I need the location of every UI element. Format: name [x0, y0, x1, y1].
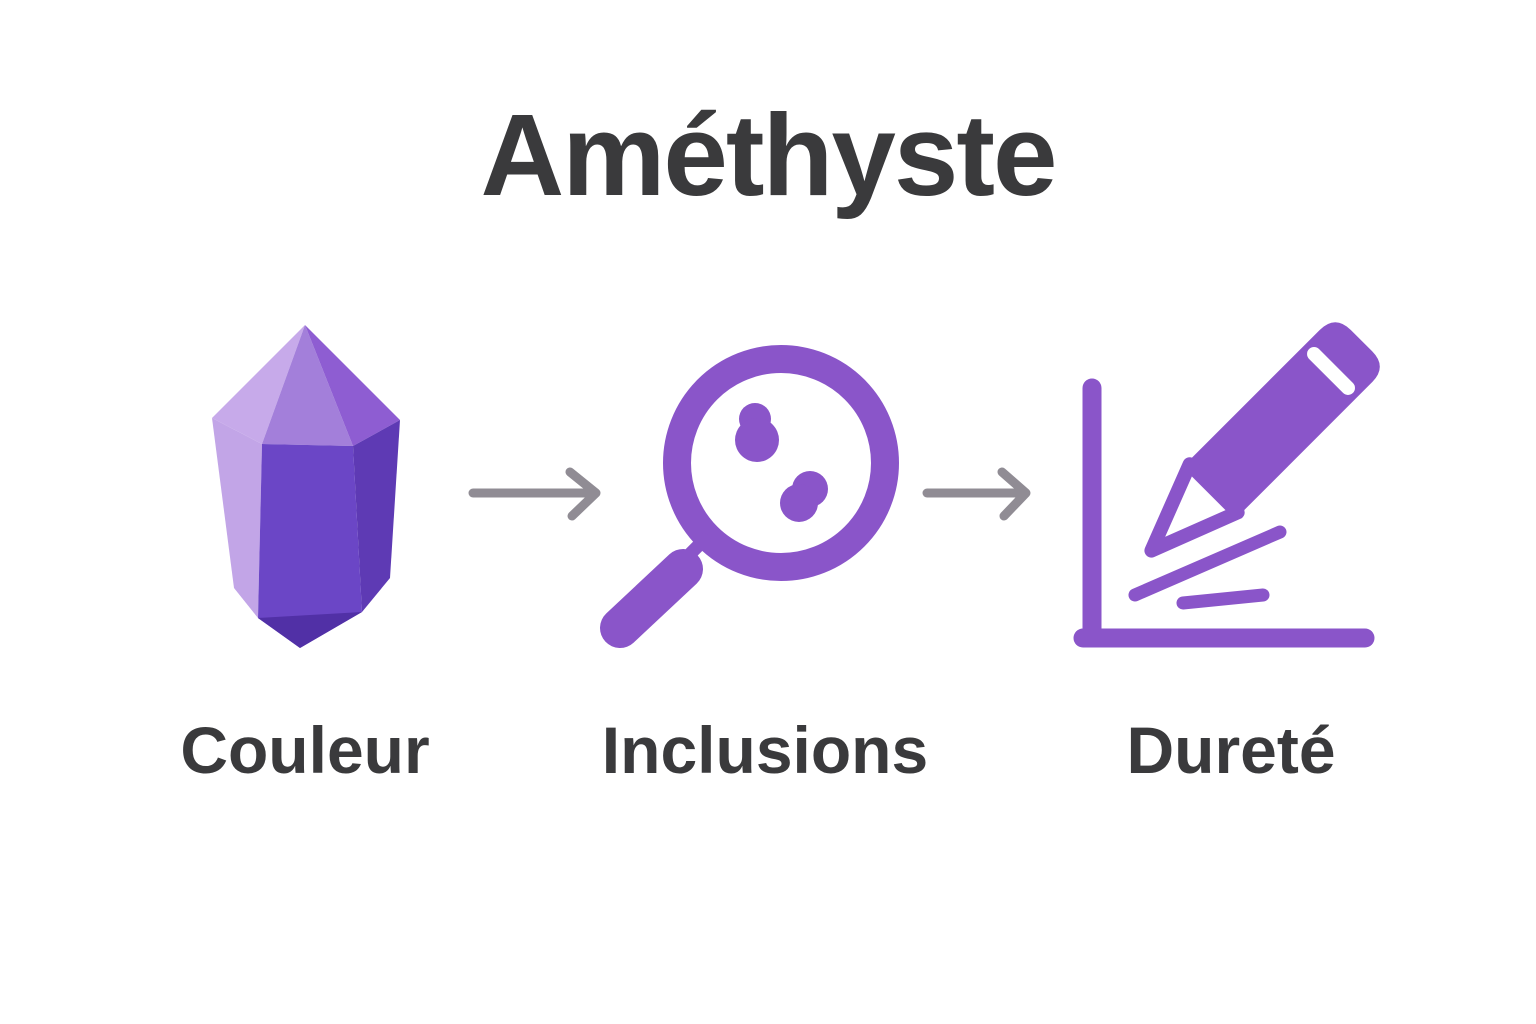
- step-label-couleur: Couleur: [180, 713, 430, 787]
- crystal-facet-top-right: [305, 325, 400, 446]
- scratch-line-short: [1176, 588, 1270, 610]
- crystal-facet-body-left: [212, 418, 262, 618]
- pencil-band-slot: [1307, 347, 1355, 395]
- magnifier-neck: [684, 533, 711, 560]
- pencil-wood-tip: [1144, 457, 1245, 558]
- crystal-facet-top-left: [212, 325, 305, 444]
- pencil-body: [1188, 322, 1380, 514]
- arrow-head: [565, 467, 601, 521]
- amethyst-crystal-icon: [212, 325, 400, 648]
- arrow-head: [997, 467, 1031, 521]
- step-label-inclusions: Inclusions: [601, 713, 929, 787]
- arrow-right-icon: [468, 467, 601, 521]
- inclusion-blob-bottom: [780, 484, 818, 522]
- crystal-facet-body-center: [258, 444, 362, 648]
- step-label-durete: Dureté: [1126, 713, 1336, 787]
- page-title: Améthyste: [480, 90, 1057, 220]
- pencil: [1144, 322, 1380, 558]
- crystal-facet-top-center: [262, 325, 353, 446]
- pencil-scratch-test-icon: [1073, 322, 1380, 648]
- magnifier-handle: [600, 549, 703, 648]
- crystal-facet-body-right: [353, 420, 400, 612]
- scratch-line-long: [1128, 525, 1287, 602]
- magnifier-lens-ring: [663, 345, 899, 581]
- magnifying-glass-inclusions-icon: [600, 345, 899, 648]
- arrow-right-icon: [922, 467, 1031, 521]
- inclusion-blob-top: [735, 418, 779, 462]
- crystal-facet-tip: [258, 612, 362, 648]
